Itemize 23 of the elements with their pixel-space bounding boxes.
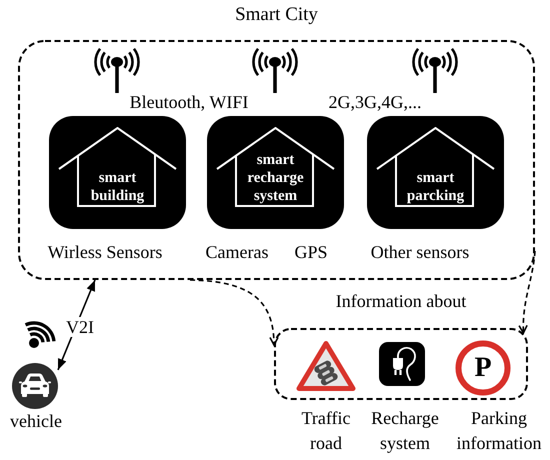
house-tile xyxy=(367,116,504,229)
sensor-caption: Cameras xyxy=(206,241,268,263)
tile-label: smart building xyxy=(90,169,145,205)
sign-caption: Traffic road xyxy=(301,407,351,455)
sign-letter: P xyxy=(474,353,492,383)
edge-label: V2I xyxy=(64,317,96,337)
sign-caption: Parking information xyxy=(456,407,542,455)
sign-caption: Recharge system xyxy=(370,407,440,455)
protocol-label: Bleutooth, WIFI xyxy=(130,93,248,111)
house-tile xyxy=(49,116,186,229)
tile-label: smart recharge system xyxy=(246,151,304,205)
arrow xyxy=(190,279,278,346)
sensor-caption: GPS xyxy=(294,241,328,263)
group-heading: Smart City xyxy=(235,4,318,26)
sensor-caption: Other sensors xyxy=(370,241,470,263)
tile-label: smart parcking xyxy=(406,169,465,205)
group-heading: Information about xyxy=(336,290,466,312)
vehicle-caption: vehicle xyxy=(10,410,62,432)
house-tile xyxy=(207,116,344,229)
car-icon xyxy=(12,363,58,409)
arrow xyxy=(518,250,536,334)
sensor-caption: Wirless Sensors xyxy=(48,241,162,263)
network-label: 2G,3G,4G,... xyxy=(328,93,422,111)
